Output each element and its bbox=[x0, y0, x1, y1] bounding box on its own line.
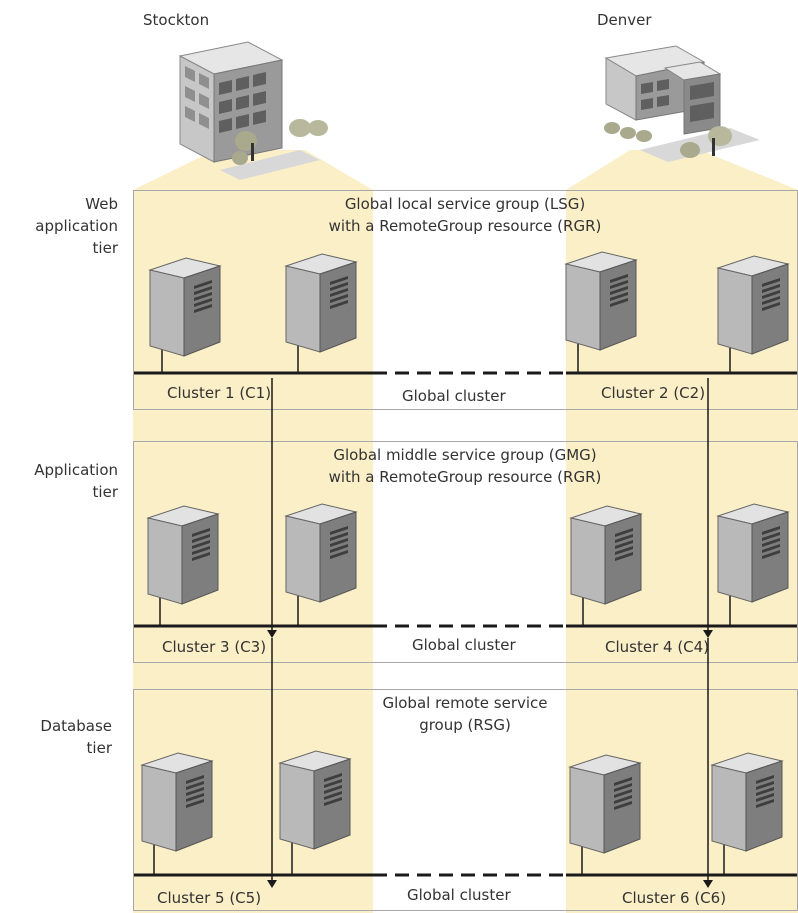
denver-light-beam bbox=[566, 150, 798, 190]
tier-label-application: Application tier bbox=[34, 461, 118, 501]
server-icon bbox=[710, 752, 784, 875]
server-icon bbox=[569, 505, 643, 626]
cluster-label-c2: Cluster 2 (C2) bbox=[601, 384, 706, 402]
global-cluster-label-1: Global cluster bbox=[402, 387, 506, 405]
denver-building-icon bbox=[604, 45, 760, 162]
stockton-building-icon bbox=[178, 41, 328, 180]
dependency-arrow-c1-c3 bbox=[267, 378, 277, 638]
cluster-label-c3: Cluster 3 (C3) bbox=[162, 638, 267, 656]
server-icon bbox=[284, 253, 358, 373]
server-icon bbox=[564, 251, 638, 373]
dependency-arrow-c2-c4 bbox=[703, 378, 713, 638]
cluster-label-c4: Cluster 4 (C4) bbox=[605, 638, 710, 656]
cluster-label-c1: Cluster 1 (C1) bbox=[167, 384, 272, 402]
server-icon bbox=[278, 750, 352, 875]
site-label-stockton: Stockton bbox=[143, 11, 210, 29]
dependency-arrow-c3-c5 bbox=[267, 638, 277, 888]
server-icon bbox=[284, 503, 358, 626]
cluster-label-c5: Cluster 5 (C5) bbox=[157, 889, 262, 907]
dependency-arrow-c4-c6 bbox=[703, 638, 713, 888]
server-icon bbox=[716, 255, 790, 373]
global-cluster-label-2: Global cluster bbox=[412, 636, 516, 654]
site-label-denver: Denver bbox=[597, 11, 652, 29]
tier-label-database: Database tier bbox=[40, 717, 112, 757]
server-icon bbox=[146, 505, 220, 626]
server-icon bbox=[568, 754, 642, 875]
tier-label-web: Web application tier bbox=[35, 195, 118, 257]
global-cluster-label-3: Global cluster bbox=[407, 886, 511, 904]
server-icon bbox=[716, 503, 790, 626]
servers-group bbox=[140, 251, 790, 875]
server-icon bbox=[140, 752, 214, 875]
cluster-label-c6: Cluster 6 (C6) bbox=[622, 889, 727, 907]
service-group-caption-rsg: Global remote service group (RSG) bbox=[382, 694, 548, 734]
service-group-caption-lsg: Global local service group (LSG) with a … bbox=[328, 195, 602, 235]
server-icon bbox=[148, 257, 222, 373]
service-group-caption-gmg: Global middle service group (GMG) with a… bbox=[328, 446, 602, 486]
